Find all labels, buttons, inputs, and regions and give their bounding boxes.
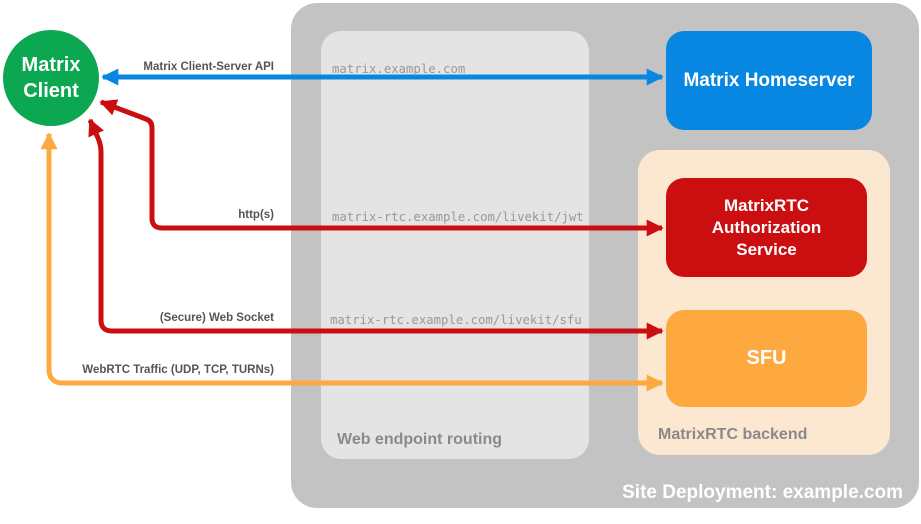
livekit-jwt-route-url: matrix-rtc.example.com/livekit/jwt <box>332 210 584 224</box>
http-connection-label: http(s) <box>238 209 274 221</box>
matrix-homeserver-node: Matrix Homeserver <box>666 31 872 130</box>
client-server-api-connection-label: Matrix Client-Server API <box>143 61 274 73</box>
web-endpoint-routing-group-box <box>321 31 589 459</box>
site-deployment-label: Site Deployment: example.com <box>622 482 903 503</box>
matrixrtc-backend-label: MatrixRTC backend <box>658 426 808 443</box>
livekit-sfu-route-url: matrix-rtc.example.com/livekit/sfu <box>330 313 582 327</box>
sfu-label: SFU <box>746 347 787 369</box>
web-endpoint-routing-label: Web endpoint routing <box>337 431 503 448</box>
matrix-client-label: Matrix Client <box>21 54 81 102</box>
webrtc-traffic-connection-label: WebRTC Traffic (UDP, TCP, TURNs) <box>82 364 274 376</box>
matrixrtc-authorization-service-label: MatrixRTC Authorization Service <box>711 195 822 259</box>
matrix-homeserver-label: Matrix Homeserver <box>683 69 855 91</box>
homeserver-route-url: matrix.example.com <box>332 62 466 76</box>
sfu-node: SFU <box>666 310 867 407</box>
matrixrtc-authorization-service-node: MatrixRTC Authorization Service <box>666 178 867 277</box>
matrix-client-node: Matrix Client <box>3 30 99 126</box>
websocket-connection-label: (Secure) Web Socket <box>159 312 274 324</box>
